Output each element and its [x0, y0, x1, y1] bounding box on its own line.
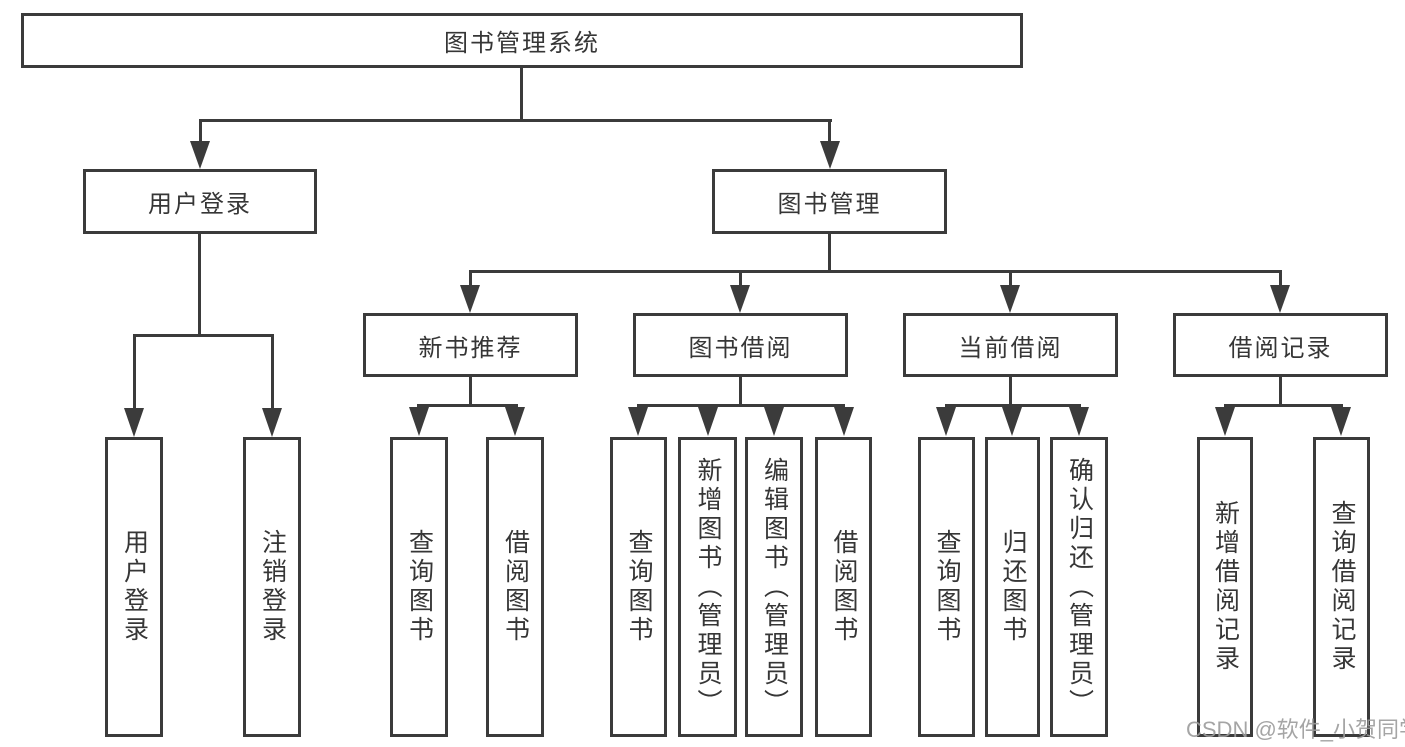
node-label: 图书管理系统	[444, 30, 600, 57]
leaf-label: 查询图书	[933, 529, 961, 645]
node-label: 借阅记录	[1228, 334, 1333, 362]
arrowhead-down	[1215, 407, 1235, 436]
arrowhead-down	[820, 141, 840, 169]
leaf-borrow-books-recommend: 借阅图书	[486, 437, 544, 737]
node-label: 用户登录	[148, 191, 252, 218]
node-user-login: 用户登录	[83, 169, 317, 234]
watermark-text: CSDN @软件_小贺同学	[1186, 717, 1405, 742]
arrowhead-down	[1002, 407, 1022, 436]
leaf-label: 查询借阅记录	[1328, 500, 1356, 674]
connector-hline	[945, 404, 1081, 407]
leaf-label: 编辑图书（管理员）	[760, 456, 789, 718]
leaf-label: 查询图书	[625, 529, 653, 645]
connector-vline	[133, 334, 136, 411]
connector-vline	[520, 67, 523, 122]
node-label: 图书管理	[777, 191, 882, 218]
arrowhead-down	[834, 407, 854, 436]
connector-hline	[637, 404, 845, 407]
leaf-label: 用户登录	[120, 529, 149, 645]
leaf-label: 借阅图书	[501, 529, 530, 645]
node-book-borrowing: 图书借阅	[633, 313, 848, 377]
node-current-borrowing: 当前借阅	[903, 313, 1118, 377]
connector-vline	[1009, 270, 1012, 287]
node-label: 当前借阅	[958, 334, 1063, 362]
connector-vline	[1279, 376, 1282, 407]
arrowhead-down	[730, 285, 750, 313]
connector-hline	[199, 119, 832, 122]
connector-vline	[469, 270, 472, 287]
connector-hline	[1224, 404, 1343, 407]
arrowhead-down	[764, 407, 784, 436]
leaf-query-books-current: 查询图书	[918, 437, 975, 737]
leaf-user-login: 用户登录	[105, 437, 163, 737]
leaf-label: 新增借阅记录	[1211, 500, 1240, 674]
node-book-management: 图书管理	[712, 169, 947, 234]
connector-vline	[1009, 376, 1012, 407]
leaf-add-books-admin: 新增图书（管理员）	[678, 437, 737, 737]
node-new-book-recommend: 新书推荐	[363, 313, 578, 377]
leaf-query-borrow-record: 查询借阅记录	[1313, 437, 1370, 737]
arrowhead-down	[262, 408, 282, 437]
leaf-logout: 注销登录	[243, 437, 301, 737]
leaf-add-borrow-record: 新增借阅记录	[1197, 437, 1253, 737]
leaf-label: 确认归还（管理员）	[1065, 456, 1094, 718]
leaf-label: 归还图书	[999, 529, 1027, 645]
node-label: 新书推荐	[418, 334, 523, 362]
connector-vline	[198, 232, 201, 336]
arrowhead-down	[409, 407, 429, 436]
arrowhead-down	[1000, 285, 1020, 313]
leaf-borrow-books-borrowing: 借阅图书	[815, 437, 872, 737]
connector-vline	[469, 376, 472, 407]
leaf-label: 新增图书（管理员）	[694, 456, 722, 718]
leaf-confirm-return-admin: 确认归还（管理员）	[1050, 437, 1108, 737]
arrowhead-down	[460, 285, 480, 313]
leaf-label: 查询图书	[405, 529, 434, 645]
node-borrowing-records: 借阅记录	[1173, 313, 1388, 377]
node-book-management-system: 图书管理系统	[21, 13, 1023, 68]
leaf-edit-books-admin: 编辑图书（管理员）	[745, 437, 803, 737]
connector-vline	[199, 119, 202, 145]
arrowhead-down	[1331, 407, 1351, 436]
arrowhead-down	[698, 407, 718, 436]
arrowhead-down	[190, 141, 210, 169]
arrowhead-down	[936, 407, 956, 436]
connector-vline	[739, 376, 742, 407]
arrowhead-down	[124, 408, 144, 437]
leaf-query-books-recommend: 查询图书	[390, 437, 448, 737]
connector-hline	[469, 270, 1282, 273]
connector-vline	[271, 334, 274, 411]
arrowhead-down	[1270, 285, 1290, 313]
node-label: 图书借阅	[688, 334, 793, 362]
connector-vline	[1279, 270, 1282, 287]
arrowhead-down	[1069, 407, 1089, 436]
connector-vline	[828, 232, 831, 273]
arrowhead-down	[628, 407, 648, 436]
leaf-label: 注销登录	[258, 529, 287, 645]
connector-hline	[417, 404, 518, 407]
arrowhead-down	[505, 407, 525, 436]
leaf-return-books: 归还图书	[985, 437, 1040, 737]
connector-vline	[739, 270, 742, 287]
leaf-label: 借阅图书	[830, 529, 858, 645]
connector-vline	[828, 119, 831, 145]
leaf-query-books-borrowing: 查询图书	[610, 437, 667, 737]
connector-hline	[133, 334, 274, 337]
